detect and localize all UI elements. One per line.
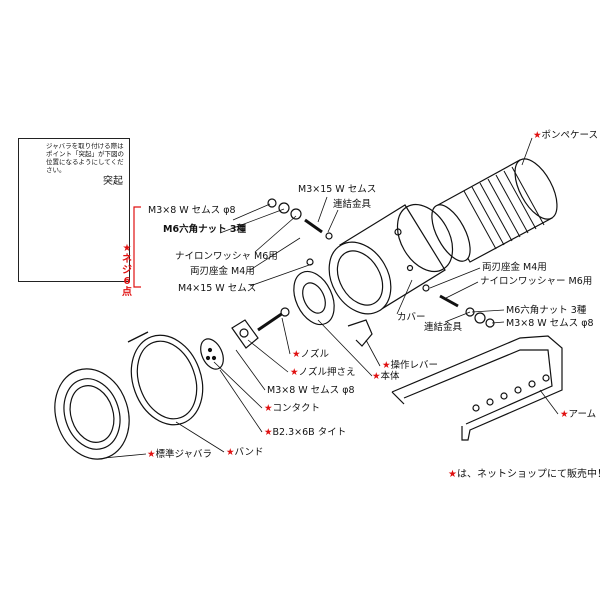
label-lever: ★操作レバー	[382, 360, 439, 371]
label-nylon-washer-right: ナイロンワッシャー M6用	[480, 276, 593, 287]
label-m3x8-right: M3×8 W セムス φ8	[506, 318, 594, 329]
band-drawing	[127, 331, 204, 426]
label-pump-case: ★ポンペケース	[533, 130, 599, 141]
label-connector-right: 連結金具	[424, 322, 463, 333]
cover-drawing	[293, 270, 335, 326]
leader-lines	[103, 137, 559, 459]
label-m3x8-bottom: M3×8 W セムス φ8	[267, 385, 355, 396]
label-tight-screw: ★B2.3×6B タイト	[264, 427, 347, 438]
label-cover: カバー	[397, 312, 426, 323]
label-nozzle-holder: ★ノズル押さえ	[290, 367, 356, 378]
arm-drawing	[391, 335, 563, 441]
label-connector-top: 連結金具	[333, 199, 372, 210]
bellows-drawing	[54, 368, 130, 460]
footnote: ★は、ネットショップにて販売中！	[448, 465, 600, 480]
screw-m3x8: M3×8 W セムス φ8	[148, 205, 236, 216]
label-body: ★本体	[372, 371, 400, 382]
screw-group-bracket	[133, 206, 141, 288]
footnote-star: ★	[448, 469, 457, 480]
nozzle-drawing	[257, 307, 290, 332]
screw-nylon-washer: ナイロンワッシャ M6用	[175, 251, 278, 262]
label-arm: ★アーム	[560, 409, 597, 420]
label-m3x15: M3×15 W セムス	[298, 184, 377, 195]
contact-drawing	[200, 338, 224, 370]
label-contact: ★コンタクト	[264, 403, 321, 414]
label-band: ★バンド	[226, 447, 264, 458]
screw-m4x15: M4×15 W セムス	[178, 283, 257, 294]
left-hardware-drawing	[267, 198, 333, 266]
lever-drawing	[347, 319, 373, 347]
main-body-drawing	[328, 203, 454, 315]
label-hex-nut-right: M6六角ナット 3種	[506, 305, 587, 316]
mounting-note-inset: ジャバラを取り付ける際は ポイント「突起」が下図の位置になるようにしてください。…	[18, 138, 130, 282]
right-hardware-drawing	[422, 284, 495, 328]
label-lock-washer-right: 両刃座金 M4用	[482, 262, 547, 273]
nozzle-holder-drawing	[231, 319, 259, 349]
label-bellows: ★標準ジャバラ	[147, 449, 213, 460]
screw-lock-washer: 両刃座金 M4用	[190, 266, 255, 277]
inset-protrusion-label: 突起	[103, 176, 123, 187]
footnote-text: は、ネットショップにて販売中！	[456, 469, 600, 480]
label-nozzle: ★ノズル	[292, 349, 330, 360]
inset-note-text: ジャバラを取り付ける際は ポイント「突起」が下図の位置になるようにしてください。	[46, 142, 124, 174]
screw-hex-nut: M6六角ナット 3種	[163, 224, 246, 235]
pump-case-drawing	[431, 158, 558, 263]
